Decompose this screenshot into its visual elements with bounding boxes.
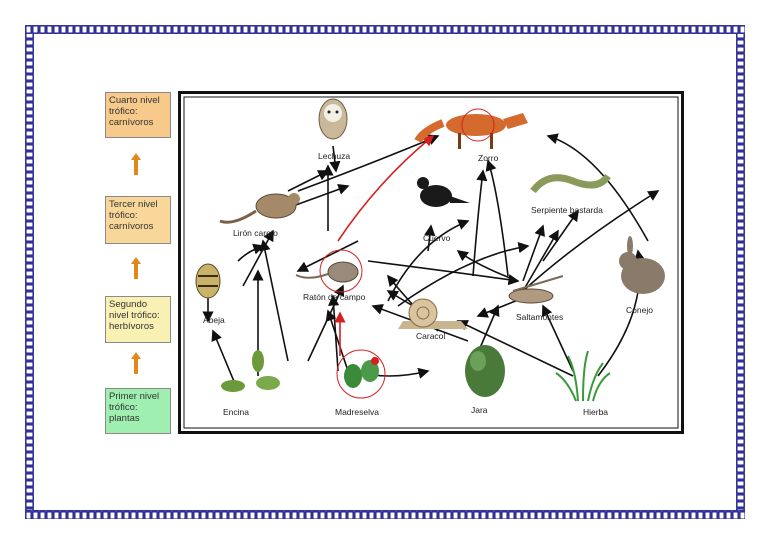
oak-icon (221, 350, 280, 392)
label-abeja: Abeja (203, 315, 225, 325)
fox-icon (414, 108, 528, 149)
label-jara: Jara (471, 405, 488, 415)
level-arrow-icon (131, 352, 141, 374)
level-arrow-icon (131, 257, 141, 279)
label-encina: Encina (223, 407, 249, 417)
label-cuervo: Cuervo (423, 233, 451, 243)
highlight-arrow (337, 134, 435, 242)
label-liron: Lirón careto (233, 228, 278, 238)
level-box-cuarto: Cuarto nivel trófico: carnívoros (105, 92, 171, 138)
label-serpiente: Serpiente bastarda (531, 205, 603, 215)
level-box-primer: Primer nivel trófico: plantas (105, 388, 171, 434)
honeysuckle-icon (336, 349, 386, 399)
label-raton: Ratón de campo (303, 292, 366, 302)
label-zorro: Zorro (478, 153, 499, 163)
decorative-border (25, 25, 745, 519)
owl-icon (318, 98, 348, 140)
food-web-arrows (202, 133, 660, 392)
snail-icon (398, 298, 468, 329)
label-madreselva: Madreselva (335, 407, 379, 417)
rockrose-icon (465, 345, 505, 397)
label-saltamontes: Saltamontes (516, 312, 563, 322)
grasshopper-icon (508, 275, 564, 304)
level-arrow-icon (131, 153, 141, 175)
level-box-tercer: Tercer nivel trófico: carnívoros (105, 196, 171, 244)
bee-icon (195, 263, 221, 299)
food-web-diagram: Lechuza Zorro Lirón careto Serpiente bas… (178, 91, 684, 434)
grass-icon (555, 350, 611, 402)
dormouse-icon (219, 193, 300, 224)
snake-icon (530, 173, 611, 194)
level-box-segundo: Segundo nivel trófico: herbívoros (105, 296, 171, 343)
label-lechuza: Lechuza (318, 151, 350, 161)
mouse-icon (295, 249, 363, 293)
label-conejo: Conejo (626, 305, 653, 315)
rabbit-icon (619, 236, 665, 294)
label-hierba: Hierba (583, 407, 608, 417)
label-caracol: Caracol (416, 331, 445, 341)
crow-icon (417, 177, 470, 207)
